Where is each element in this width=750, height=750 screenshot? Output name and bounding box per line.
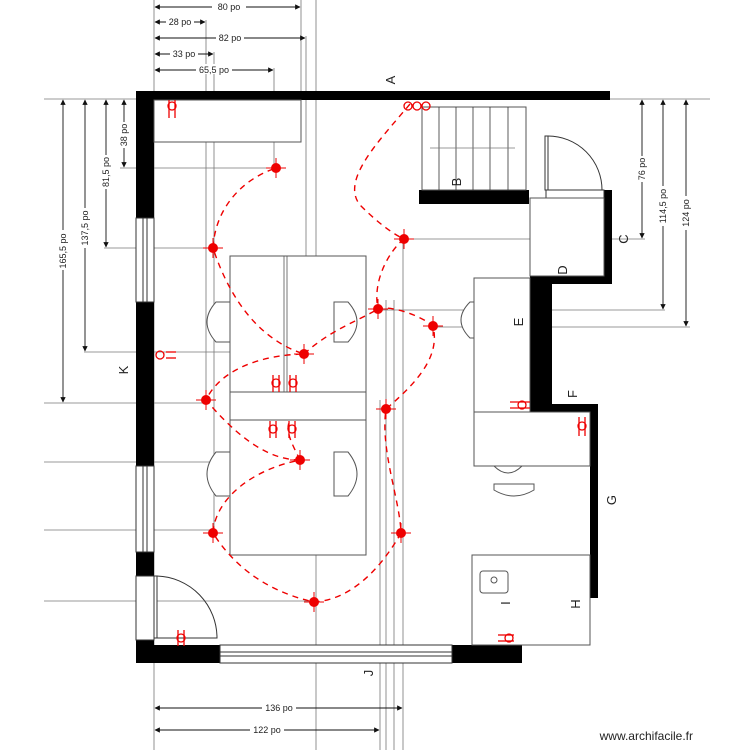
wall-label-i: I <box>498 601 513 605</box>
dimension-label: 76 po <box>637 158 647 181</box>
light-point <box>294 344 314 364</box>
light-point <box>376 399 396 419</box>
light-point <box>368 299 388 319</box>
dimension-label: 124 po <box>681 199 691 227</box>
wall-label-b: B <box>449 178 464 187</box>
top-dimensions: 80 po 28 po 82 po 33 po 65,5 po <box>154 1 306 75</box>
bottom-dimensions: 136 po 122 po <box>154 702 403 735</box>
wall-label-c: C <box>616 234 631 243</box>
light-point <box>304 592 324 612</box>
dimension-label: 33 po <box>173 49 196 59</box>
dimension-label: 81,5 po <box>101 157 111 187</box>
dimension-label: 82 po <box>219 33 242 43</box>
dimension-label: 65,5 po <box>199 65 229 75</box>
light-point <box>203 523 223 543</box>
light-point <box>394 229 414 249</box>
openings <box>135 135 605 664</box>
dimension-label: 165,5 po <box>58 233 68 268</box>
wall-label-k: K <box>116 365 131 374</box>
extension-lines <box>44 0 710 750</box>
dimension-label: 136 po <box>265 703 293 713</box>
light-point <box>196 390 216 410</box>
walls <box>136 91 612 663</box>
furniture <box>153 99 605 646</box>
wall-labels: A B C D E F G H I J K <box>116 75 631 676</box>
electrical-points <box>155 100 587 646</box>
wall-label-f: F <box>565 390 580 398</box>
watermark: www.archifacile.fr <box>599 729 693 743</box>
wall-label-j: J <box>361 670 376 677</box>
right-dimensions: 76 po 114,5 po 124 po <box>636 99 692 327</box>
left-dimensions: 165,5 po 137,5 po 81,5 po 38 po <box>57 99 130 403</box>
dimension-label: 28 po <box>169 17 192 27</box>
dimension-label: 137,5 po <box>80 210 90 245</box>
light-point <box>203 238 223 258</box>
wall-label-e: E <box>511 317 526 326</box>
dimension-label: 122 po <box>253 725 281 735</box>
wall-label-d: D <box>555 265 570 274</box>
wall-label-a: A <box>383 75 398 84</box>
light-point <box>423 316 443 336</box>
light-point <box>266 158 286 178</box>
light-point <box>391 523 411 543</box>
light-point <box>290 450 310 470</box>
dimension-label: 114,5 po <box>658 189 668 223</box>
wall-label-h: H <box>568 599 583 608</box>
dimension-label: 38 po <box>119 124 129 147</box>
outlets <box>155 100 587 646</box>
wall-label-g: G <box>604 495 619 505</box>
dimension-label: 80 po <box>218 2 241 12</box>
